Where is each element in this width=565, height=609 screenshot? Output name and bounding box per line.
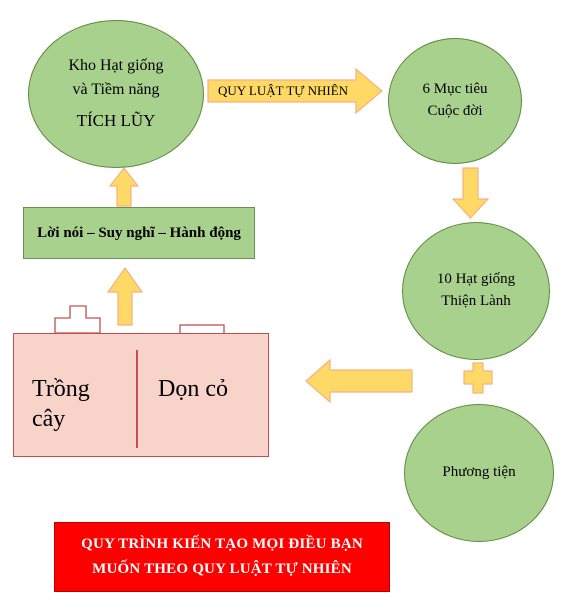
seed-store-line1: Kho Hạt giống	[68, 57, 164, 75]
good-seeds-line1: 10 Hạt giống	[436, 271, 516, 288]
footer-banner: QUY TRÌNH KIẾN TẠO MỌI ĐIỀU BẠN MUỐN THE…	[54, 522, 390, 592]
means-label: Phương tiện	[442, 464, 516, 481]
footer-line2: MUỐN THEO QUY LUẬT TỰ NHIÊN	[92, 561, 352, 577]
natural-law-arrow	[207, 67, 383, 115]
planting-divider	[136, 350, 138, 448]
planting-box: Trồng cây Dọn cỏ	[13, 333, 269, 457]
up-arrow-large	[106, 266, 144, 326]
life-goals-node: 6 Mục tiêu Cuộc đời	[388, 38, 522, 164]
means-node: Phương tiện	[404, 404, 554, 542]
actions-label: Lời nói – Suy nghĩ – Hành động	[37, 224, 241, 241]
good-seeds-node: 10 Hạt giống Thiện Lành	[402, 222, 550, 360]
planting-label: Trồng cây	[32, 376, 90, 432]
left-arrow	[305, 358, 413, 404]
life-goals-line1: 6 Mục tiêu	[422, 81, 488, 98]
seed-store-node: Kho Hạt giống và Tiềm năng TÍCH LŨY	[28, 20, 204, 168]
good-seeds-line2: Thiện Lành	[441, 293, 511, 309]
natural-law-label: QUY LUẬT TỰ NHIÊN	[217, 83, 349, 98]
life-goals-line2: Cuộc đời	[427, 103, 483, 119]
battery-plus-terminal	[54, 305, 101, 334]
weeding-label: Dọn cỏ	[158, 376, 228, 402]
actions-box: Lời nói – Suy nghĩ – Hành động	[23, 207, 255, 259]
plus-icon	[463, 362, 493, 394]
seed-store-line2: và Tiềm năng	[72, 80, 160, 98]
down-arrow	[451, 167, 490, 219]
seed-store-line3: TÍCH LŨY	[76, 110, 156, 130]
footer-line1: QUY TRÌNH KIẾN TẠO MỌI ĐIỀU BẠN	[81, 535, 363, 552]
up-arrow-small	[108, 167, 140, 207]
